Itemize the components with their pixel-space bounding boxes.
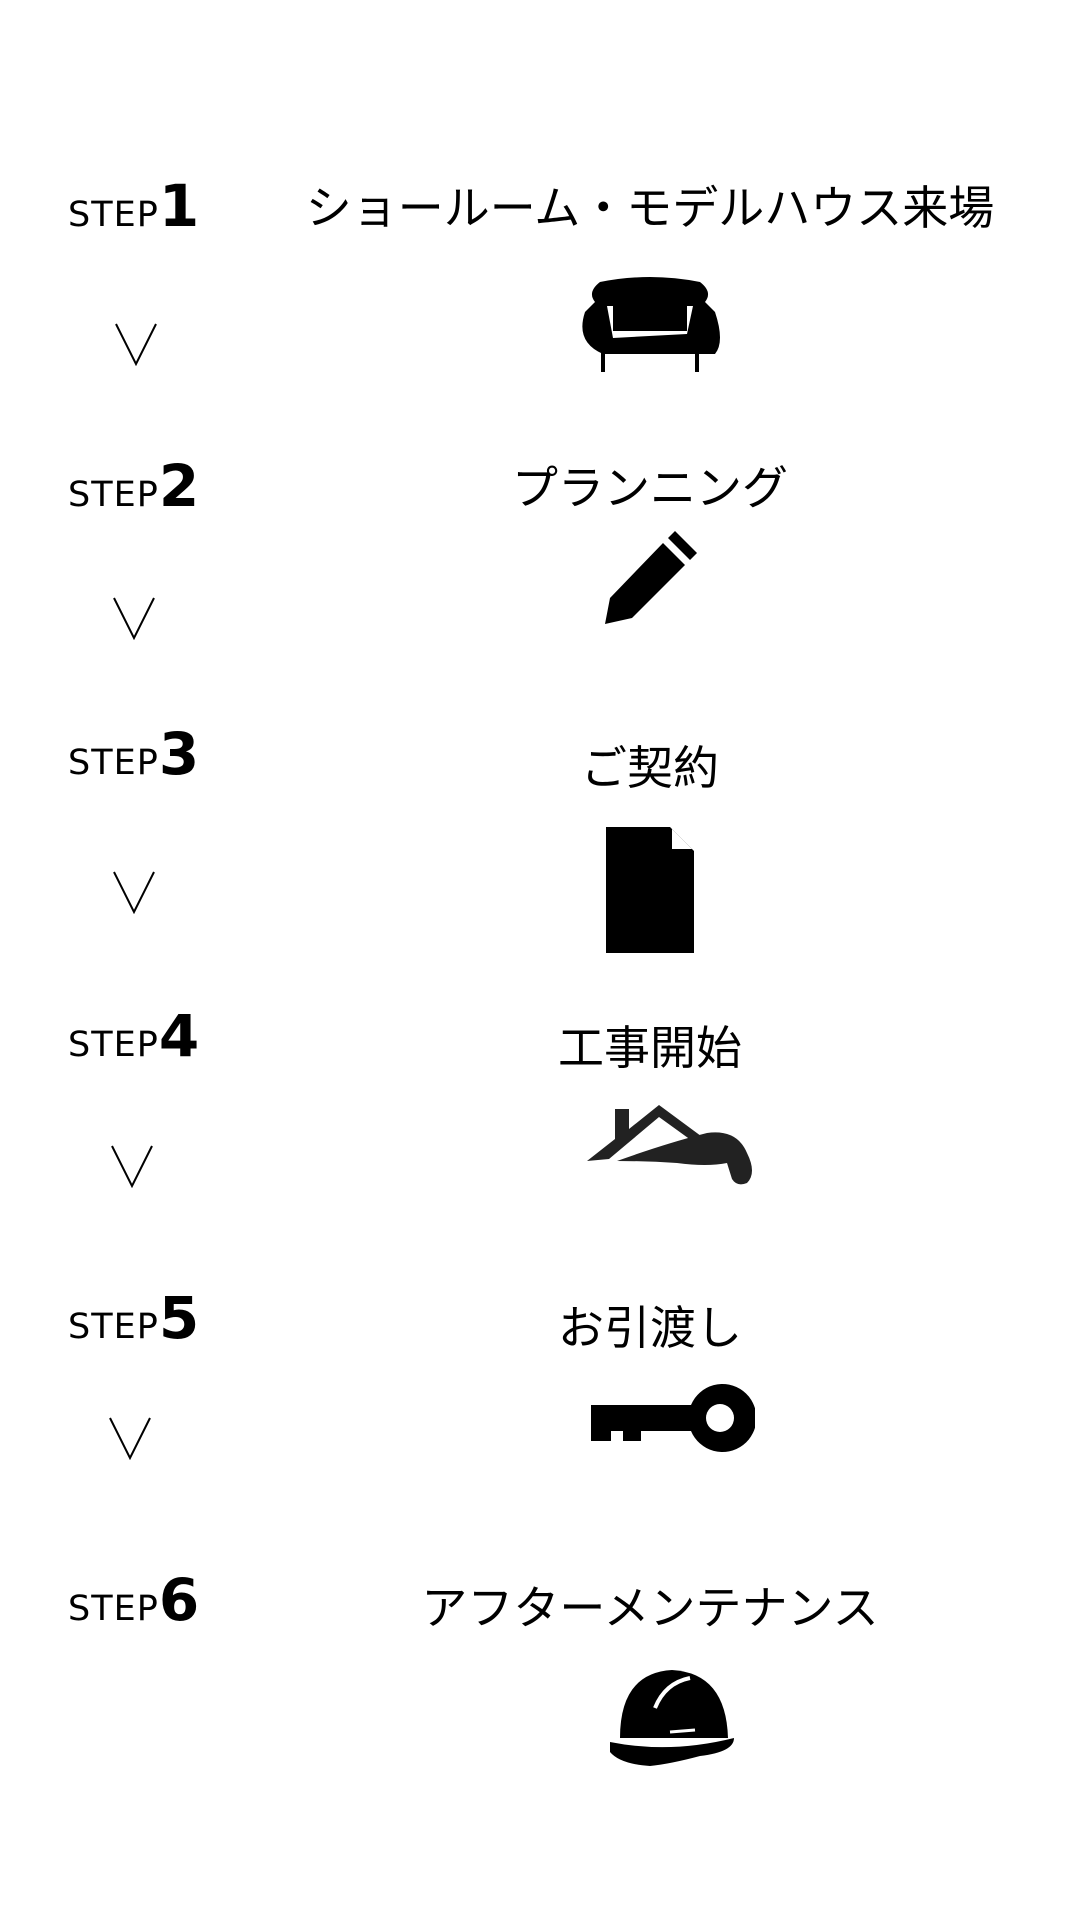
step-5-title: お引渡し [558,1301,742,1355]
step-number: 2 [158,452,200,520]
chevron-down-icon [111,1145,153,1188]
step-text: STEP [68,475,159,515]
sofa-icon [582,277,720,372]
step-number: 1 [158,172,200,240]
step-text: STEP [68,1589,159,1629]
step-text: STEP [68,1307,159,1347]
step-1-title: ショールーム・モデルハウス来場 [305,181,995,235]
chevron-down-icon [113,597,155,640]
step-number: 5 [158,1284,200,1352]
step-3-title: ご契約 [581,741,719,795]
step-2-title: プランニング [512,461,788,515]
step-text: STEP [68,1025,159,1065]
chevron-down-icon [115,323,157,366]
step-number: 3 [158,720,200,788]
hard-hat-icon [610,1670,734,1766]
house-hammer-icon [587,1105,752,1185]
step-number: 6 [158,1566,200,1634]
step-text: STEP [68,743,159,783]
step-6-title: アフターメンテナンス [421,1581,879,1635]
step-number: 4 [158,1002,200,1070]
step-4-title: 工事開始 [558,1021,742,1075]
chevron-down-icon [113,871,155,914]
pencil-icon [605,531,697,624]
chevron-down-icon [109,1417,151,1460]
key-icon [591,1384,755,1452]
document-icon [606,827,694,953]
step-text: STEP [68,195,159,235]
